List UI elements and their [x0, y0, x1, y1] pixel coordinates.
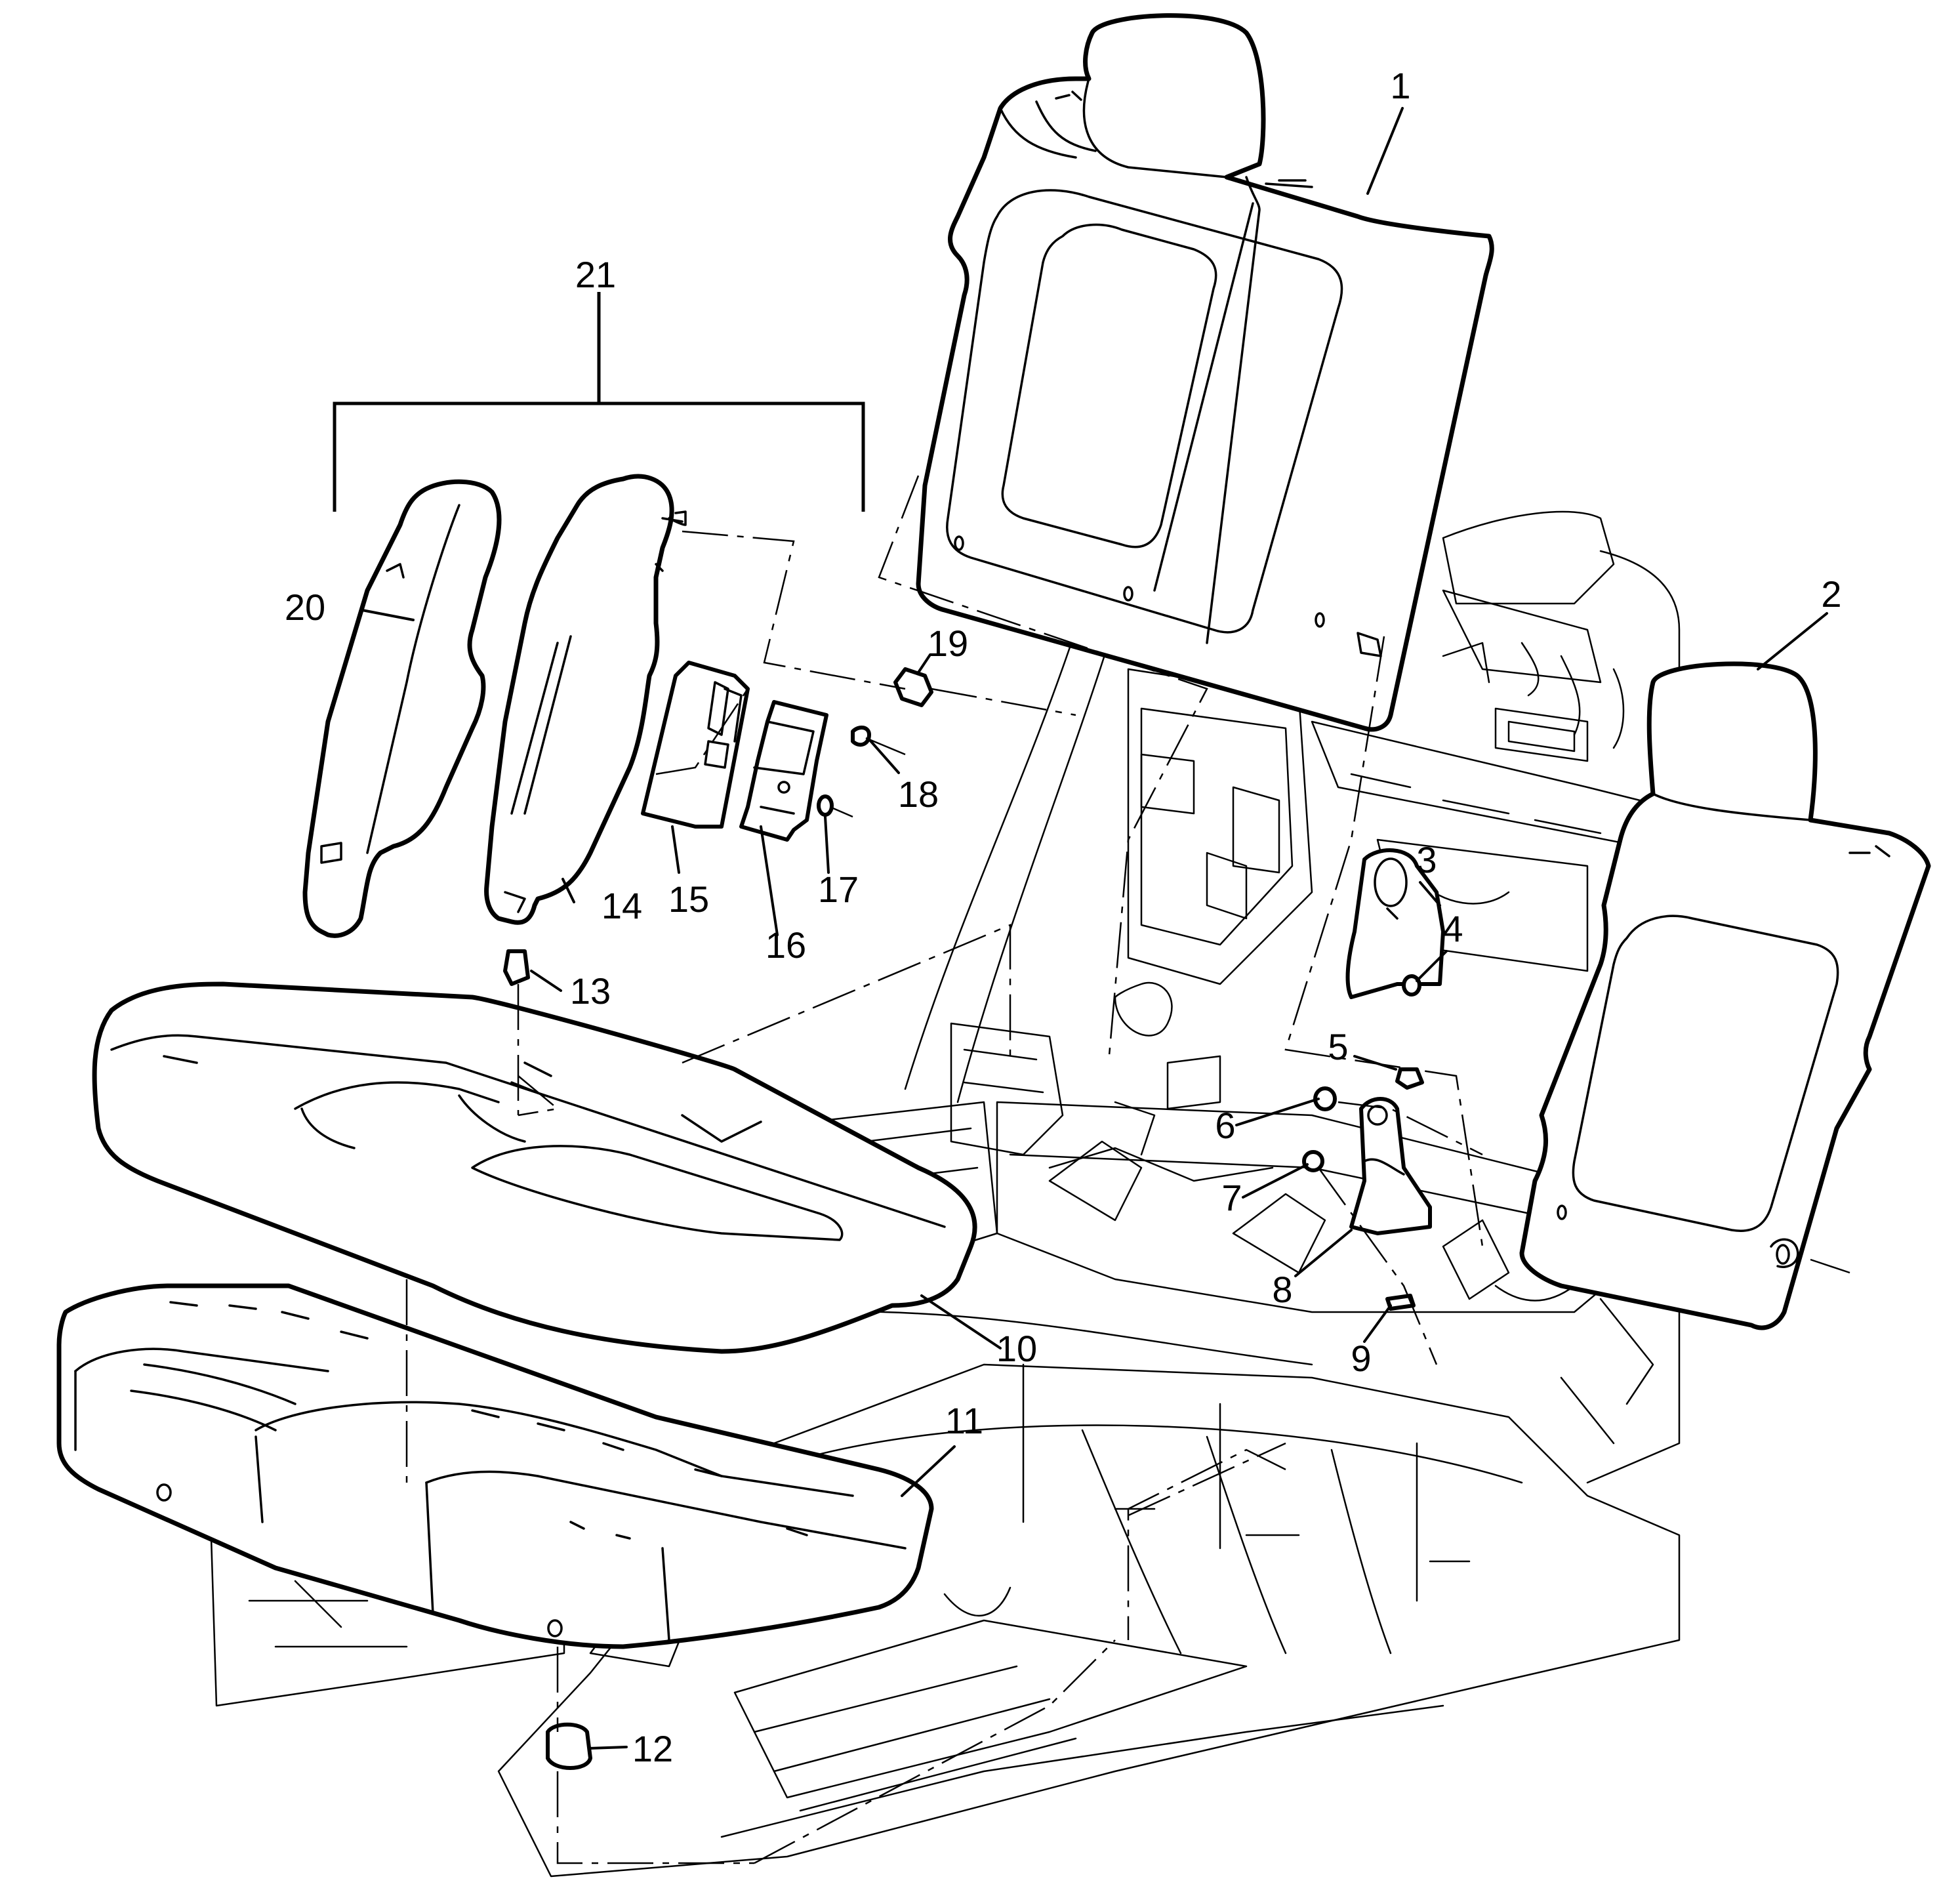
- seat-back-bolster-outer: [302, 479, 502, 938]
- callout-21-bracket: [333, 292, 865, 512]
- callout-16: 16: [766, 924, 806, 966]
- leader-lines: [361, 107, 1828, 1750]
- seat-back-40-percent: [916, 13, 1494, 732]
- seat-back-60-percent: [1519, 661, 1931, 1330]
- seat-cushion: [92, 981, 977, 1354]
- bolt-7: [1302, 1150, 1324, 1172]
- callout-8: 8: [1272, 1269, 1292, 1310]
- guide-13: [503, 949, 530, 986]
- callout-10: 10: [996, 1328, 1037, 1369]
- callout-21: 21: [575, 254, 616, 295]
- seat-back-bracket: [739, 700, 828, 842]
- callout-18: 18: [898, 773, 939, 815]
- callout-15: 15: [668, 878, 709, 920]
- seat-back-bolster-inner: [484, 474, 687, 925]
- callout-13: 13: [570, 970, 611, 1012]
- callout-11: 11: [945, 1400, 983, 1441]
- callout-12: 12: [632, 1728, 673, 1769]
- callout-7: 7: [1221, 1177, 1242, 1218]
- nut-5: [1395, 1067, 1424, 1090]
- callout-17: 17: [818, 869, 859, 910]
- hinge-bracket-8: [1349, 1097, 1432, 1235]
- callout-14: 14: [602, 885, 642, 926]
- callout-20: 20: [285, 586, 325, 628]
- bolt-18: [851, 726, 871, 747]
- callout-9: 9: [1351, 1338, 1371, 1379]
- callout-1: 1: [1390, 65, 1410, 106]
- callout-numbers: 1 2 3 4 5 6 7 8 9 10 11 12 13 14 15 16 1…: [285, 65, 1842, 1769]
- callout-19: 19: [928, 623, 968, 664]
- vehicle-body-side-frame: [904, 628, 1313, 1182]
- seat-cushion-frame: [56, 1283, 934, 1649]
- callout-4: 4: [1442, 908, 1463, 949]
- callout-5: 5: [1328, 1026, 1348, 1067]
- nut-17: [817, 794, 834, 817]
- callout-2: 2: [1821, 573, 1841, 615]
- callout-3: 3: [1416, 839, 1437, 880]
- alignment-lines: [405, 475, 1850, 1864]
- guide-12: [546, 1722, 592, 1770]
- callout-6: 6: [1215, 1105, 1235, 1146]
- seat-back-module: [641, 661, 750, 829]
- retainer-19: [893, 667, 933, 707]
- hinge-bracket-3: [1345, 848, 1445, 999]
